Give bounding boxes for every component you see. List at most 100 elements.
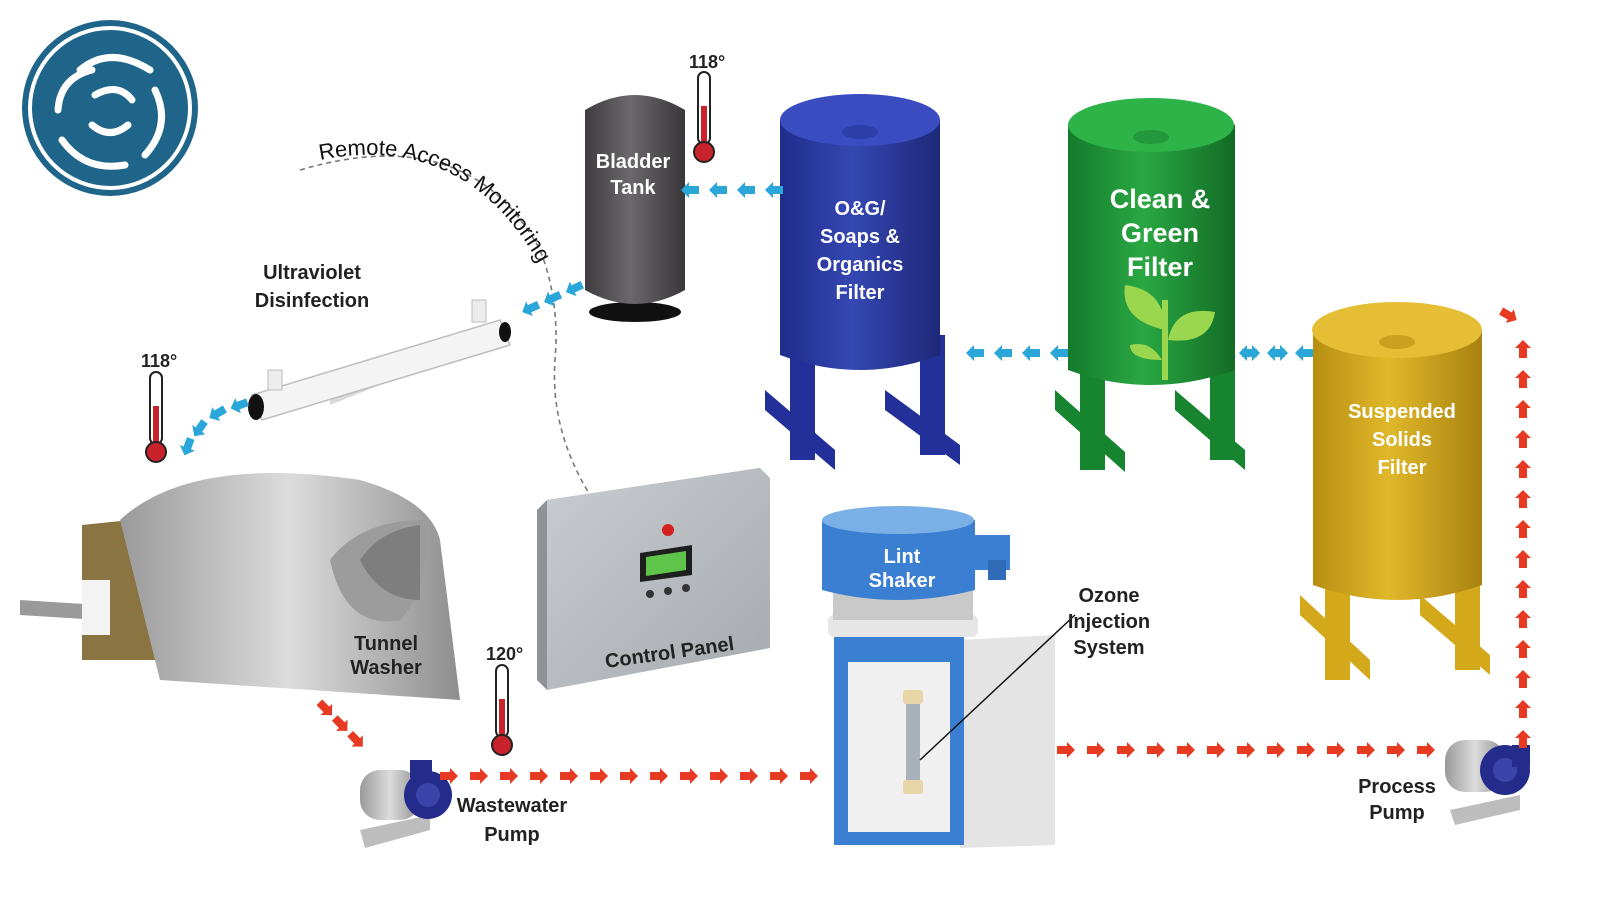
thermometer-icon (693, 71, 715, 163)
flow-arrow-icon (1207, 742, 1225, 758)
flow-arrow-icon (1147, 742, 1165, 758)
ozone-leader-line (919, 614, 1076, 761)
flow-arrow-icon (710, 768, 728, 784)
lint-shaker-label-1: Lint (884, 546, 921, 568)
flow-arrow-icon (562, 277, 586, 300)
flow-arrow-icon (1515, 430, 1531, 448)
solids-label-1: Suspended (1348, 401, 1456, 423)
thermometer-icon (145, 371, 167, 463)
uv-label-1: Ultraviolet (263, 262, 361, 284)
flow-arrow-icon (1022, 345, 1040, 361)
leaf-icon (1124, 285, 1215, 380)
flow-arrow-icon (1515, 400, 1531, 418)
flow-arrow-icon (740, 768, 758, 784)
bladder-label-1: Bladder (596, 151, 671, 173)
control-panel: Control Panel (537, 468, 770, 690)
solids-label-2: Solids (1372, 429, 1432, 451)
flow-arrow-icon (1515, 670, 1531, 688)
flow-arrow-icon (590, 768, 608, 784)
flow-arrow-icon (1295, 345, 1313, 361)
flow-arrow-icon (540, 287, 564, 310)
flow-arrow-icon (187, 416, 212, 441)
flow-arrow-icon (1515, 460, 1531, 478)
process-pump-label-1: Process (1358, 776, 1436, 798)
og-label-3: Organics (817, 254, 904, 276)
flow-arrow-icon (1515, 610, 1531, 628)
lint-shaker-label-2: Shaker (869, 570, 936, 592)
green-label-3: Filter (1127, 252, 1194, 282)
wastewater-pump-label-1: Wastewater (457, 795, 568, 817)
flow-arrow-icon (500, 768, 518, 784)
flow-arrow-icon (994, 345, 1012, 361)
og-soaps-organics-filter: O&G/ Soaps & Organics Filter (765, 94, 960, 470)
flow-arrow-icon (1357, 742, 1375, 758)
flow-arrow-icon (177, 435, 199, 459)
flow-arrow-icon (1087, 742, 1105, 758)
wastewater-pump (360, 760, 452, 848)
suspended-solids-filter: Suspended Solids Filter (1300, 302, 1490, 680)
green-label-1: Clean & (1110, 184, 1211, 214)
ozone-housing (960, 635, 1055, 848)
og-label-2: Soaps & (820, 226, 900, 248)
flow-arrow-icon (1297, 742, 1315, 758)
flow-arrow-icon (344, 728, 369, 753)
ozone-label-2: Injection (1068, 611, 1150, 633)
flow-arrow-icon (966, 345, 984, 361)
washer-label-1: Tunnel (354, 633, 418, 655)
flow-arrow-icon (1515, 490, 1531, 508)
flow-arrow-icon (560, 768, 578, 784)
remote-access-label: Remote Access Monitoring (317, 135, 556, 266)
flow-arrow-icon (1515, 700, 1531, 718)
solids-label-3: Filter (1378, 457, 1427, 479)
flow-arrow-icon (1057, 742, 1075, 758)
flow-arrow-icon (1387, 742, 1405, 758)
tunnel-washer: Tunnel Washer (20, 473, 460, 700)
flow-arrow-icon (680, 768, 698, 784)
logo-swirl-icon (22, 20, 198, 196)
remote-access-link: Remote Access Monitoring (299, 135, 591, 496)
flow-arrow-icon (1515, 550, 1531, 568)
flow-arrow-icon (1515, 580, 1531, 598)
clean-green-filter: Clean & Green Filter (1055, 98, 1245, 472)
washer-label-2: Washer (350, 657, 422, 679)
flow-arrow-icon (530, 768, 548, 784)
flow-arrow-icon (518, 297, 542, 320)
flow-arrow-icon (227, 394, 251, 416)
bladder-label-2: Tank (610, 177, 656, 199)
og-label-4: Filter (836, 282, 885, 304)
flow-arrow-icon (1515, 370, 1531, 388)
flow-arrow-icon (205, 402, 229, 425)
flow-arrow-icon (800, 768, 818, 784)
flow-arrow-icon (313, 696, 338, 721)
flow-arrow-icon (1515, 520, 1531, 538)
bladder-tank: Bladder Tank (585, 95, 685, 322)
ozone-injector (903, 690, 923, 794)
flow-arrow-icon (1515, 640, 1531, 658)
flow-arrow-icon (1417, 742, 1435, 758)
lint-shaker: Lint Shaker (822, 506, 1010, 845)
thermometer-washer-reading: 118° (141, 351, 177, 371)
process-pump-label-2: Pump (1369, 802, 1425, 824)
flow-arrow-icon (1117, 742, 1135, 758)
og-label-1: O&G/ (834, 198, 886, 220)
thermometer-bladder-reading: 118° (689, 52, 725, 72)
green-label-2: Green (1121, 218, 1199, 248)
ozone-label-3: System (1073, 637, 1144, 659)
thermometer-icon (491, 664, 513, 756)
flow-arrow-icon (1497, 304, 1521, 327)
flow-arrow-icon (709, 182, 727, 198)
ozone-label-1: Ozone (1078, 585, 1139, 607)
flow-arrow-icon (470, 768, 488, 784)
flow-arrow-icon (329, 712, 354, 737)
uv-disinfection-unit (248, 299, 512, 421)
flow-arrow-icon (1515, 340, 1531, 358)
flow-arrow-icon (1177, 742, 1195, 758)
uv-label-2: Disinfection (255, 290, 369, 312)
thermometer-wastewater-reading: 120° (486, 644, 523, 664)
flow-arrow-icon (1327, 742, 1345, 758)
flow-arrow-icon (1267, 742, 1285, 758)
flow-arrow-icon (650, 768, 668, 784)
flow-arrow-icon (770, 768, 788, 784)
